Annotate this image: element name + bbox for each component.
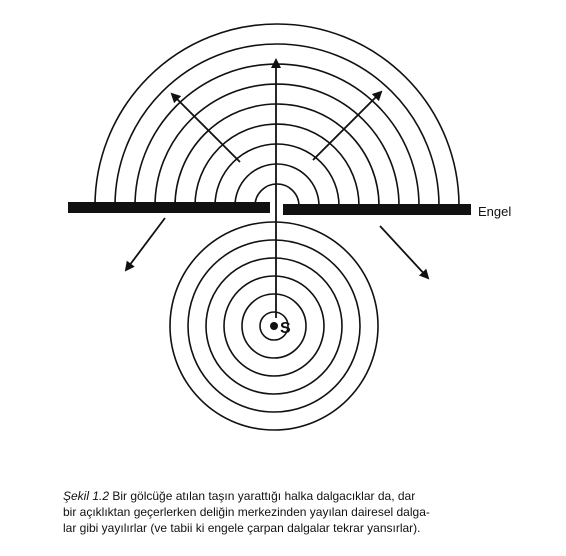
- barrier: [68, 202, 471, 215]
- caption-line-1: Bir gölcüğe atılan taşın yarattığı halka…: [109, 489, 416, 503]
- source-wave-ring: [223, 275, 325, 377]
- diffracted-wave-arc: [194, 123, 360, 207]
- caption-line-2: bir açıklıktan geçerlerken deliğin merke…: [63, 505, 430, 519]
- source-circular-waves: [169, 221, 379, 431]
- barrier-label: Engel: [478, 204, 511, 219]
- arrow-upper-right: [312, 90, 383, 161]
- source-label: S: [280, 320, 291, 337]
- arrow-lower-right: [379, 225, 430, 280]
- caption-line-3: lar gibi yayılırlar (ve tabii ki engele …: [63, 521, 421, 535]
- source-wave-ring: [241, 293, 307, 359]
- barrier-left-segment: [68, 202, 270, 213]
- source-wave-ring: [205, 257, 343, 395]
- source-wave-ring: [187, 239, 361, 413]
- diffracted-wave-arc: [254, 183, 300, 207]
- diffracted-wave-arc: [94, 23, 460, 207]
- diffracted-wave-arc: [214, 143, 340, 207]
- diffracted-wave-arc: [154, 83, 400, 207]
- source-wave-ring: [259, 311, 289, 341]
- diffracted-semicircular-waves: [94, 23, 460, 207]
- arrow-lower-left: [124, 217, 166, 272]
- figure-caption: Şekil 1.2 Bir gölcüğe atılan taşın yarat…: [63, 488, 503, 536]
- diffracted-wave-arc: [174, 103, 380, 207]
- diffracted-wave-arc: [234, 163, 320, 207]
- diffracted-wave-arc: [114, 43, 440, 207]
- caption-figure-number: Şekil 1.2: [63, 489, 110, 503]
- source-point: [270, 322, 278, 330]
- propagation-arrows: [124, 58, 430, 318]
- barrier-right-segment: [283, 204, 471, 215]
- wave-diagram: Engel S: [68, 23, 511, 431]
- source-wave-ring: [169, 221, 379, 431]
- arrow-upper-left: [170, 92, 241, 163]
